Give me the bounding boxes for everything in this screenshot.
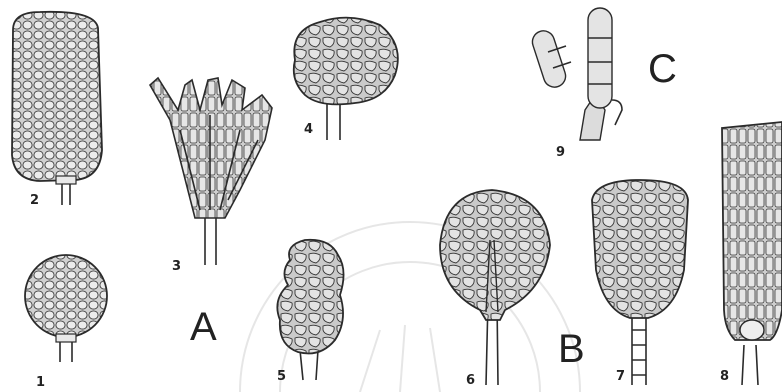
specimen-number-5: 5 [277, 369, 286, 384]
group-label-c: C [648, 47, 677, 91]
specimen-1 [25, 255, 107, 362]
specimen-number-4: 4 [304, 122, 313, 137]
specimen-9 [530, 8, 622, 140]
specimen-7 [592, 180, 688, 385]
specimen-8 [722, 122, 782, 385]
specimen-2 [12, 12, 102, 205]
specimen-number-3: 3 [172, 259, 181, 274]
group-label-b: B [558, 327, 585, 371]
specimen-6 [440, 190, 550, 385]
specimen-number-6: 6 [466, 373, 475, 388]
group-label-a: A [190, 305, 217, 349]
specimen-3 [150, 78, 272, 265]
specimen-number-2: 2 [30, 193, 39, 208]
specimen-number-7: 7 [616, 369, 625, 384]
specimen-number-9: 9 [556, 145, 565, 160]
specimen-number-1: 1 [36, 375, 45, 390]
specimen-number-8: 8 [720, 369, 729, 384]
specimen-5 [277, 240, 343, 380]
